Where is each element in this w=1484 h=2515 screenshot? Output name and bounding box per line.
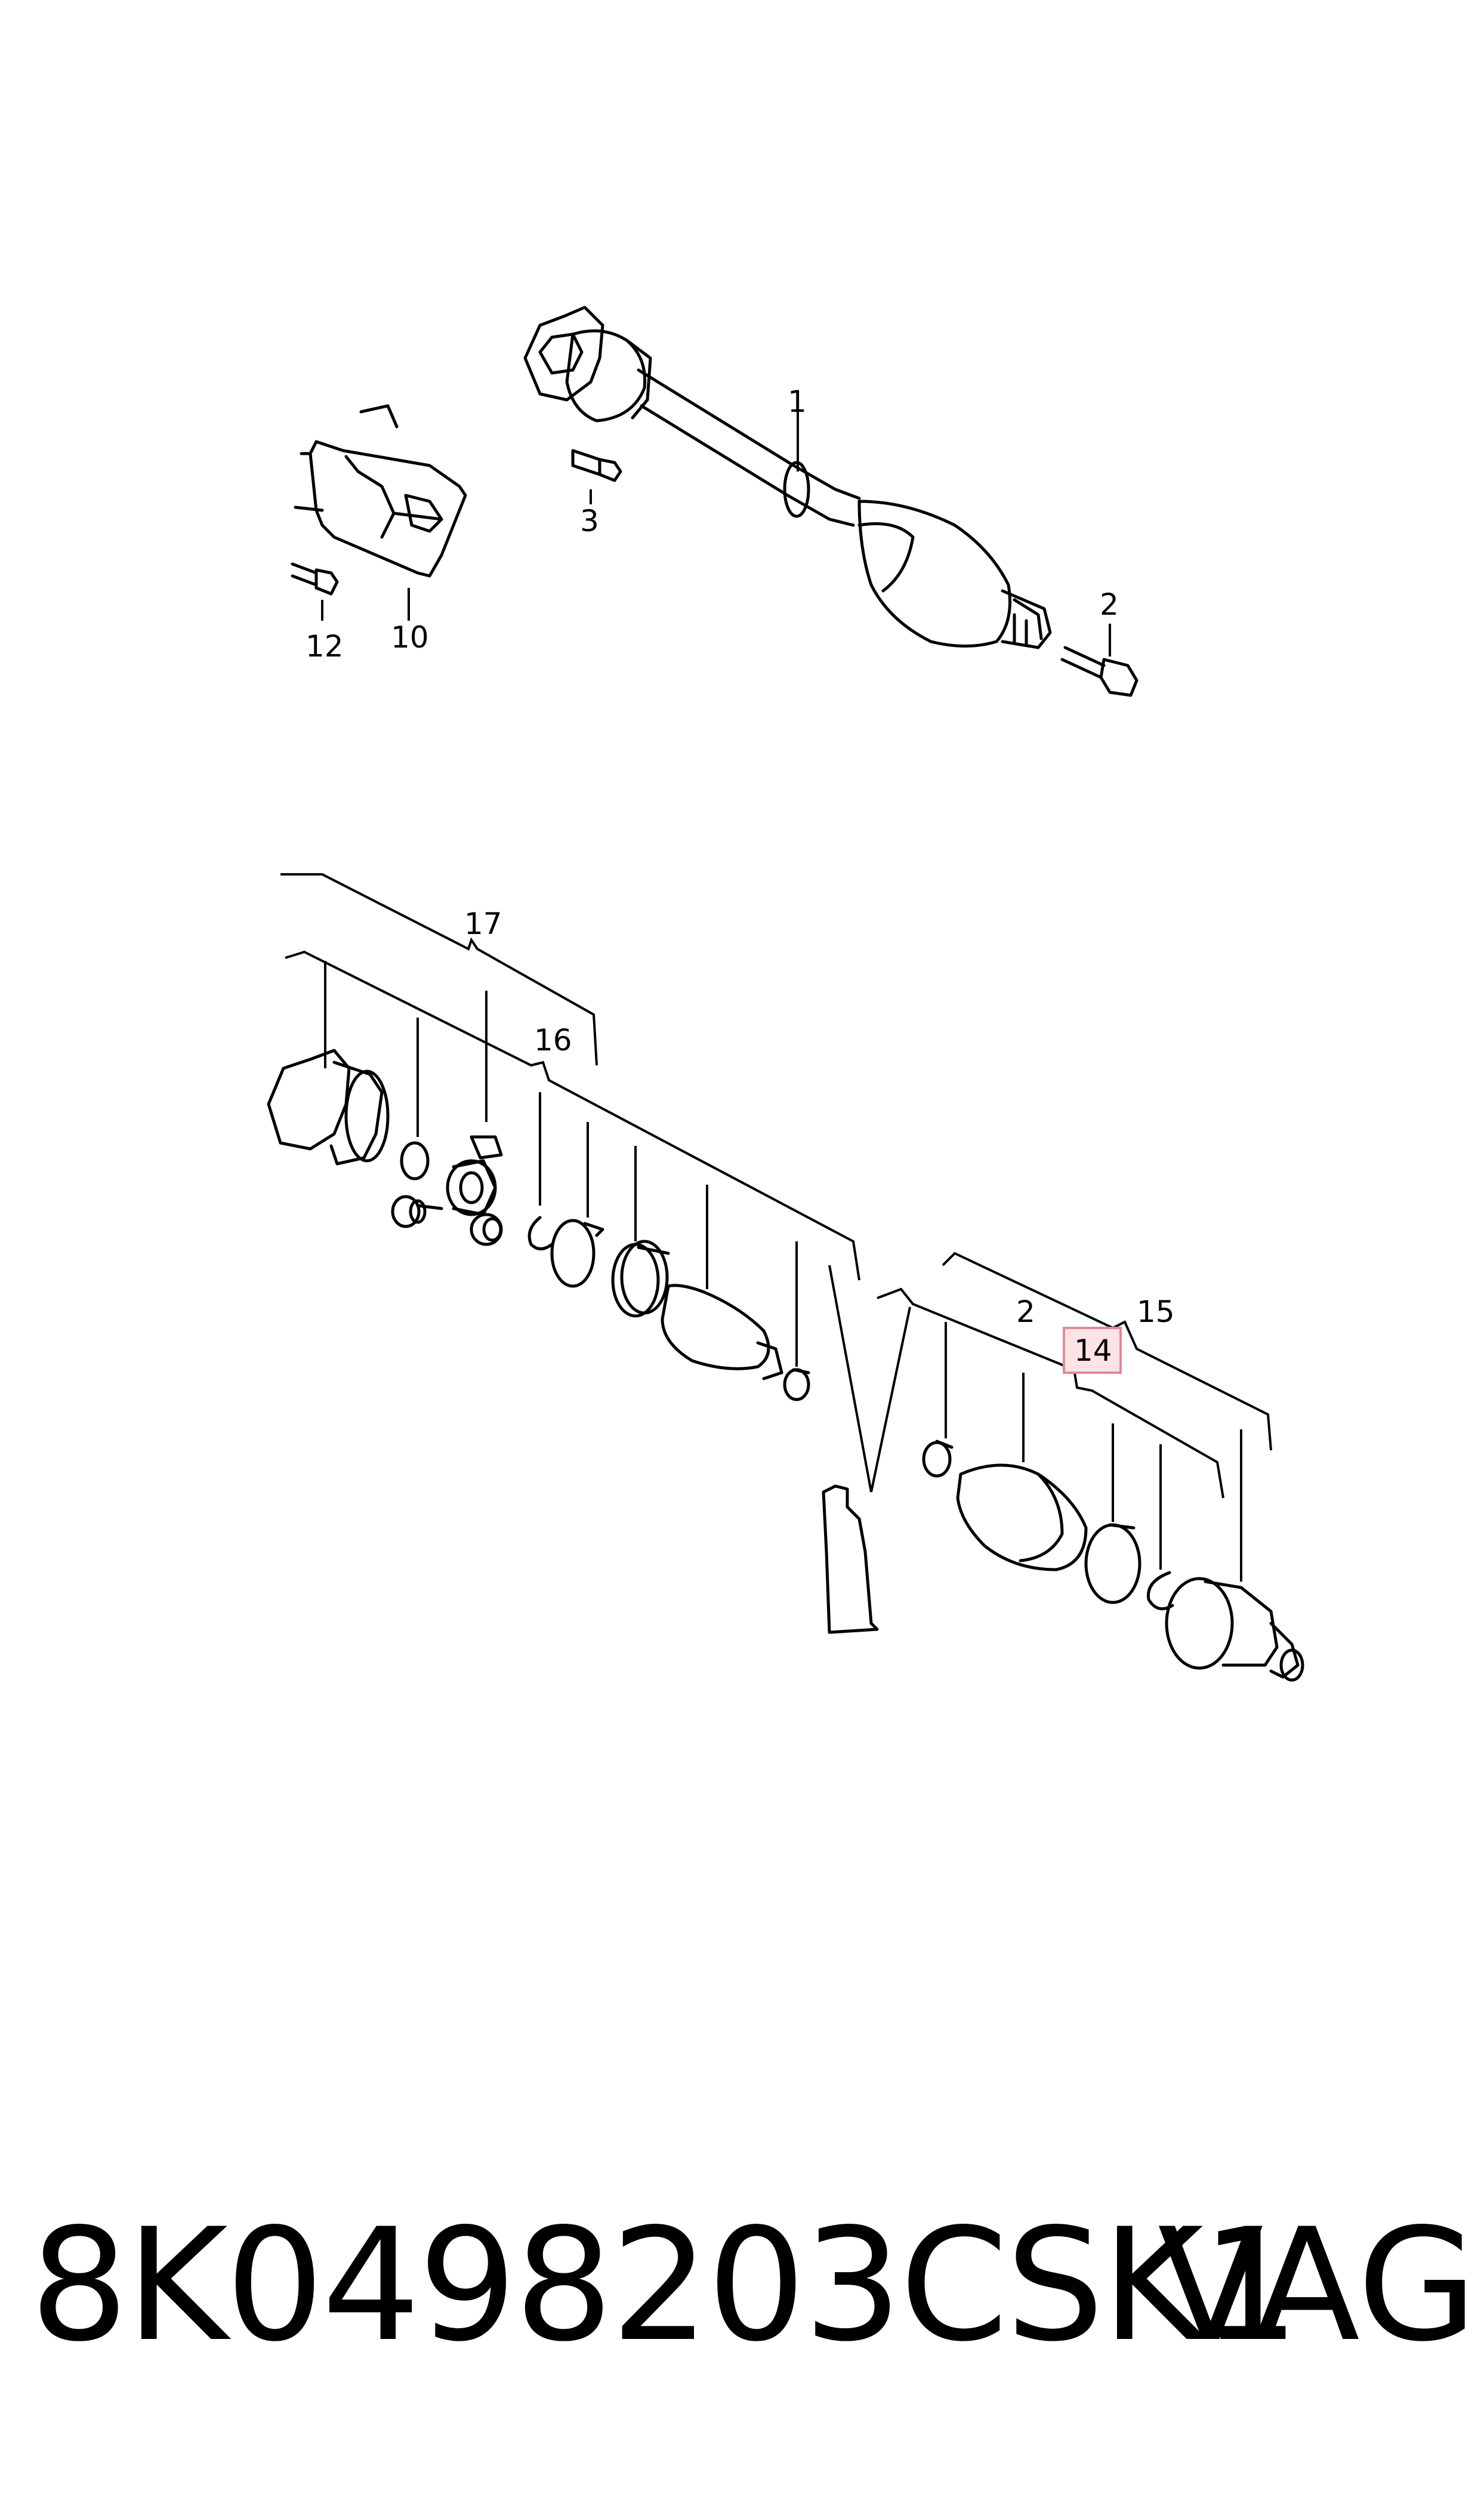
bottom-leader-lines [324,961,1242,1582]
callout-10[interactable]: 10 [391,620,429,655]
callout-16[interactable]: 16 [534,1023,572,1058]
heat-shield-part-10 [294,404,467,578]
bracket-group-17 [280,873,598,1066]
outer-joint-bottom [1165,1577,1304,1682]
callout-2-bottom[interactable]: 2 [1016,1295,1035,1329]
tripod-star [446,1135,503,1216]
callout-1[interactable]: 1 [788,384,807,419]
circlip-mid [527,1216,554,1250]
clamp-small-1 [783,1368,810,1401]
inner-boot-bottom [661,1284,783,1380]
brand-name: VAG [1158,2196,1477,2376]
callout-15[interactable]: 15 [1137,1295,1175,1329]
clamp-small-2 [922,1440,954,1478]
bracket-group-2-14 [877,1287,1224,1499]
callout-14[interactable]: 14 [1074,1333,1112,1368]
highlight-box-14 [1063,1327,1122,1374]
bolt-part-2 [1060,646,1139,697]
top-leader-lines [321,409,1111,657]
circlip-large [1146,1571,1174,1611]
part-number: 8K0498203CSK1 [30,2196,1300,2376]
clamp-ring-2 [611,1240,670,1318]
drive-shaft-part-1 [523,306,1052,649]
clamp-ring-1 [550,1219,604,1288]
roller-right [470,1213,503,1246]
clamp-ring-3 [1084,1523,1141,1604]
bracket-group-16 [285,950,860,1281]
bolt-part-12 [291,562,339,596]
circlip-small [400,1141,430,1181]
bracket-group-15 [942,1252,1272,1451]
bolt-part-3 [571,449,622,482]
roller-left [391,1195,443,1228]
callout-2-top[interactable]: 2 [1100,587,1119,622]
tripod-housing [267,1049,390,1166]
callout-17[interactable]: 17 [464,907,502,941]
callout-3[interactable]: 3 [580,504,599,538]
callout-12[interactable]: 12 [306,629,344,664]
outer-boot-bottom [956,1463,1088,1571]
grease-tube [822,1265,911,1634]
